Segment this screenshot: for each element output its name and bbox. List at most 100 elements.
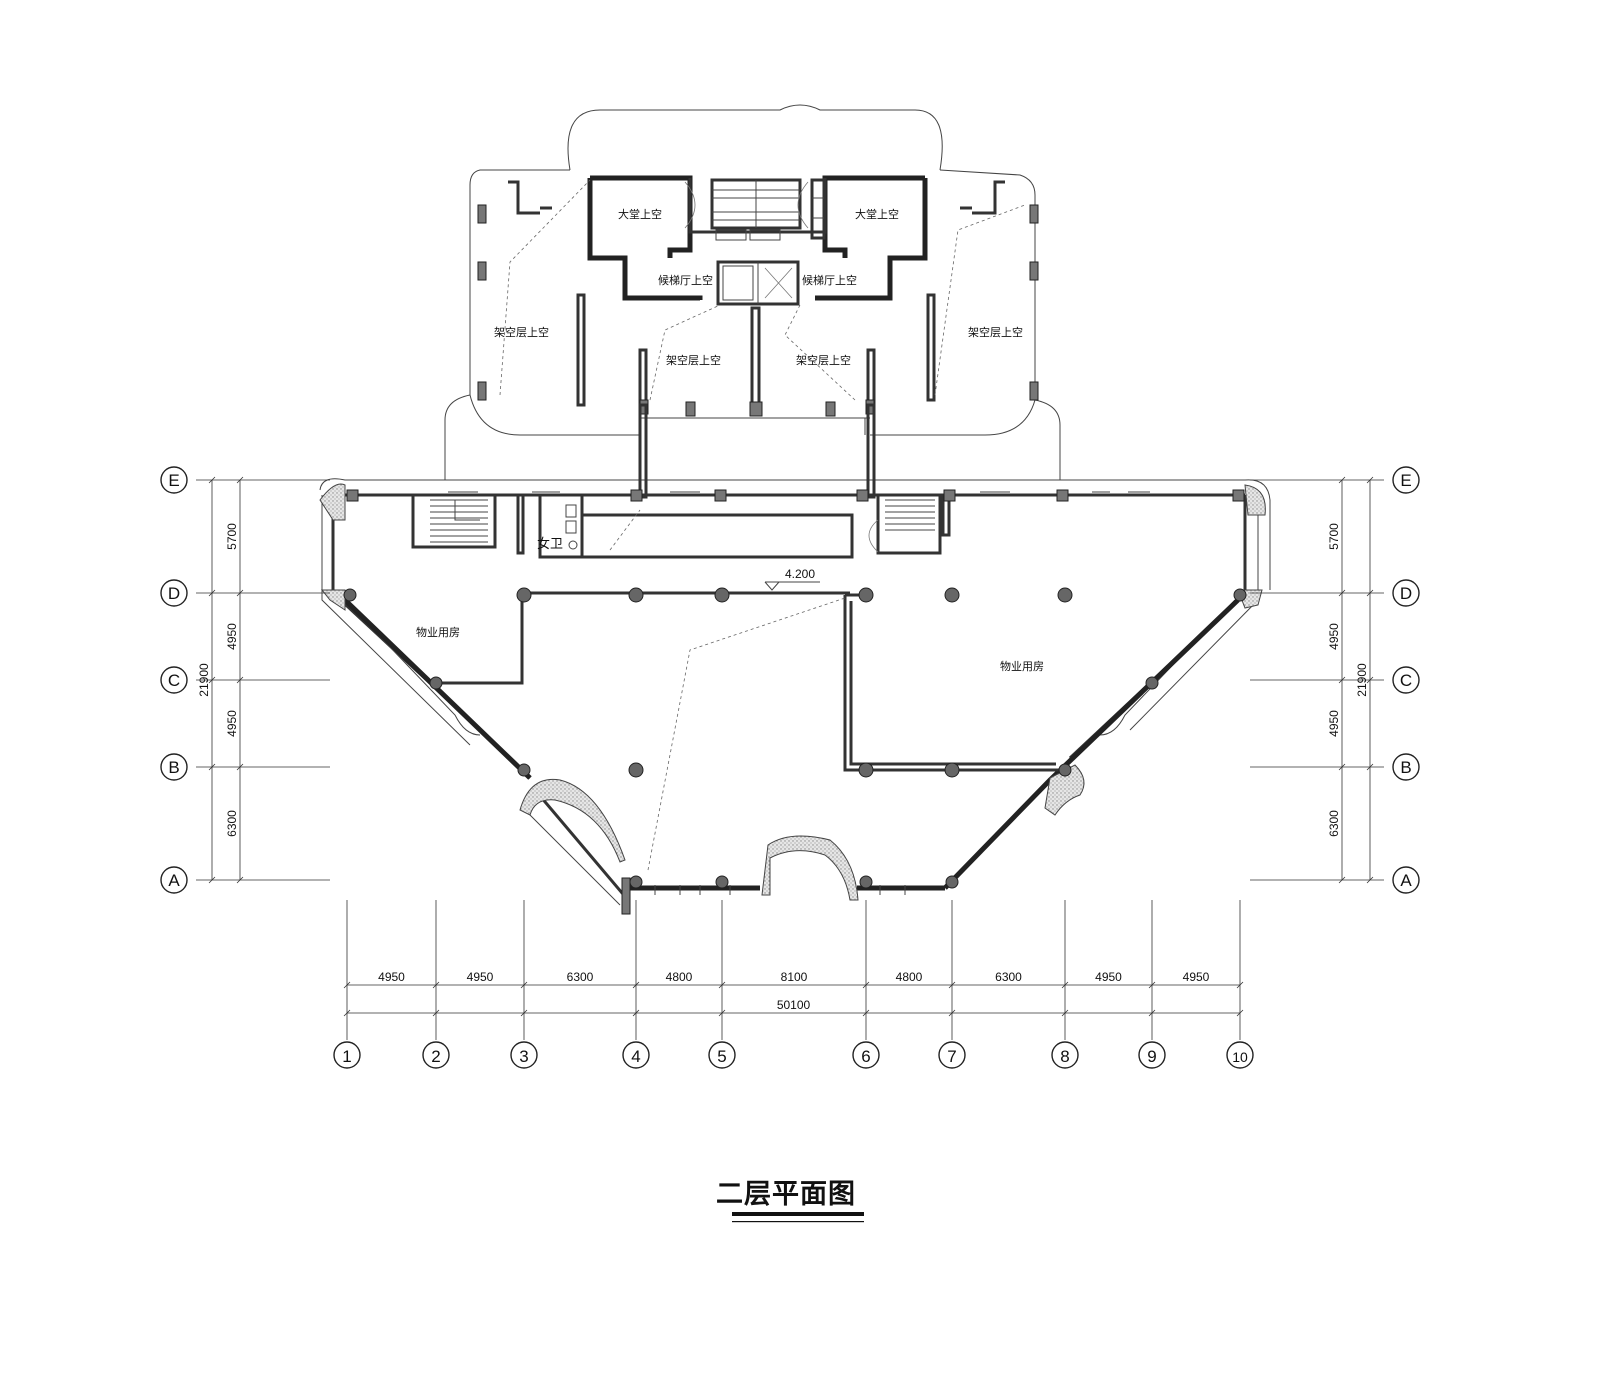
dimension-tick [432, 981, 440, 989]
row-axis-bubble-right [1392, 579, 1420, 607]
column-axis-bubble [708, 1041, 736, 1069]
elevation-mark: 4.200 [785, 567, 815, 581]
room-stilt-void-far-left: 架空层上空 [494, 325, 549, 339]
room-elevator-hall-left: 候梯厅上空 [658, 273, 713, 287]
dimension-tick [208, 589, 216, 597]
room-property-left: 物业用房 [416, 625, 460, 639]
dimension-tick [520, 981, 528, 989]
dimension-label-vertical: 6300 [225, 810, 239, 837]
drawing-title: 二层平面图 [716, 1179, 864, 1223]
dimension-tick [1236, 1009, 1244, 1017]
column-axis-label: 3 [519, 1047, 528, 1066]
dimension-label-vertical: 4950 [1327, 710, 1341, 737]
dimension-tick [1366, 763, 1374, 771]
dimension-label: 4950 [467, 970, 494, 984]
row-axis-label-left: C [168, 671, 180, 690]
dimension-tick [632, 981, 640, 989]
dimension-lines: 4950 4950 6300 4800 8100 4800 6300 4950 4950 5010… [197, 476, 1374, 1017]
tower-block: 大堂上空 大堂上空 候梯厅上空 候梯厅上空 架空层上空 架空层上空 架空层上空 … [444, 104, 1061, 480]
dimension-tick [948, 981, 956, 989]
dimension-tick [1366, 876, 1374, 884]
row-axis-bubble-left [160, 466, 188, 494]
column-axis-bubble [333, 1041, 361, 1069]
dimension-total-label-vertical: 21900 [1355, 663, 1369, 697]
room-lobby-void-right: 大堂上空 [855, 207, 899, 221]
row-axis-label-right: B [1400, 758, 1411, 777]
column-axis-bubble [852, 1041, 880, 1069]
dimension-tick [236, 589, 244, 597]
dimension-tick [1366, 476, 1374, 484]
row-axis-bubble-right [1392, 866, 1420, 894]
row-axis-label-right: E [1400, 471, 1411, 490]
dimension-tick [236, 476, 244, 484]
row-axis-label-left: E [168, 471, 179, 490]
dimension-label: 8100 [781, 970, 808, 984]
row-axis-label-right: D [1400, 584, 1412, 603]
row-axis-bubble-right [1392, 666, 1420, 694]
dimension-tick [432, 1009, 440, 1017]
column-axis-bubble [1051, 1041, 1079, 1069]
column-axis-label: 9 [1147, 1047, 1156, 1066]
dimension-tick [208, 763, 216, 771]
dimension-label: 4950 [1183, 970, 1210, 984]
dimension-tick [1061, 1009, 1069, 1017]
column-axis-label: 8 [1060, 1047, 1069, 1066]
column-axis-label: 1 [342, 1047, 351, 1066]
dimension-label-vertical: 4950 [225, 710, 239, 737]
dimension-tick [1338, 676, 1346, 684]
dimension-tick [1148, 1009, 1156, 1017]
column-axis-bubble [1138, 1041, 1166, 1069]
dimension-tick [208, 476, 216, 484]
dimension-label: 6300 [567, 970, 594, 984]
dimension-tick [1366, 676, 1374, 684]
dimension-label-vertical: 4950 [1327, 623, 1341, 650]
row-axis-label-left: A [168, 871, 180, 890]
dimension-tick [208, 676, 216, 684]
dimension-tick [1366, 589, 1374, 597]
column-axis-bubble [422, 1041, 450, 1069]
dimension-tick [343, 1009, 351, 1017]
room-lobby-void-left: 大堂上空 [618, 207, 662, 221]
dimension-tick [236, 876, 244, 884]
column-axis-label: 2 [431, 1047, 440, 1066]
column-axis-bubble [1226, 1041, 1254, 1069]
dimension-tick [718, 981, 726, 989]
column-axis-bubble [510, 1041, 538, 1069]
dimension-label: 4950 [378, 970, 405, 984]
row-axis-label-right: C [1400, 671, 1412, 690]
row-axis-bubble-left [160, 753, 188, 781]
dimension-label: 4800 [666, 970, 693, 984]
column-axis-label: 6 [861, 1047, 870, 1066]
dimension-tick [862, 1009, 870, 1017]
column-axis-label: 10 [1232, 1049, 1248, 1065]
page-title: 二层平面图 [716, 1179, 856, 1209]
dimension-total-label-vertical: 21900 [197, 663, 211, 697]
dimension-tick [1061, 981, 1069, 989]
dimension-tick [236, 763, 244, 771]
dimension-label-vertical: 5700 [225, 523, 239, 550]
dimension-tick [1148, 981, 1156, 989]
dimension-tick [948, 1009, 956, 1017]
dimension-total-label: 50100 [777, 998, 811, 1012]
row-axis-bubble-left [160, 579, 188, 607]
dimension-tick [862, 981, 870, 989]
room-stilt-void-mid-left: 架空层上空 [666, 353, 721, 367]
dimension-tick [520, 1009, 528, 1017]
dimension-label: 4800 [896, 970, 923, 984]
title-underline-thick [732, 1212, 864, 1216]
title-underline-thin [732, 1221, 864, 1223]
dimension-label: 4950 [1095, 970, 1122, 984]
room-stilt-void-mid-right: 架空层上空 [796, 353, 851, 367]
room-property-right: 物业用房 [1000, 659, 1044, 673]
column-axis-bubble [938, 1041, 966, 1069]
room-elevator-hall-right: 候梯厅上空 [802, 273, 857, 287]
dimension-label: 6300 [995, 970, 1022, 984]
row-axis-label-right: A [1400, 871, 1412, 890]
row-axis-bubble-left [160, 666, 188, 694]
dimension-tick [236, 676, 244, 684]
dimension-tick [1338, 763, 1346, 771]
podium-block: 4.200 物业用房 物业用房 女卫 [319, 403, 1271, 915]
dimension-label-vertical: 5700 [1327, 523, 1341, 550]
